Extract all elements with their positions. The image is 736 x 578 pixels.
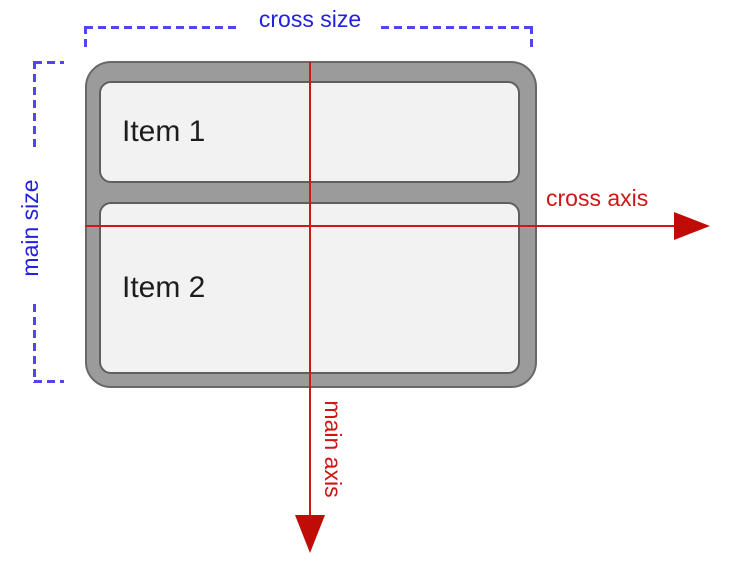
cross-size-label: cross size [258,6,362,32]
cross-size-dash-left [85,26,237,29]
main-size-label: main size [17,179,43,277]
cross-size-dash-right [381,26,532,29]
cross-axis-label: cross axis [546,185,649,211]
main-axis-arrow-icon [295,515,325,553]
cross-size-tick-left [84,26,87,49]
cross-size-tick-right [530,26,533,49]
flex-item-1-label: Item 1 [122,115,206,148]
main-size-dash-bottom [33,304,36,383]
main-axis-line [309,62,311,517]
cross-axis-arrow-icon [674,212,710,240]
main-size-tick-bottom [34,380,64,383]
flex-item-2-label: Item 2 [122,271,206,304]
cross-axis-line [85,225,677,227]
main-size-dash-top [33,61,36,147]
main-axis-label: main axis [320,400,346,498]
main-size-tick-top [34,61,64,64]
